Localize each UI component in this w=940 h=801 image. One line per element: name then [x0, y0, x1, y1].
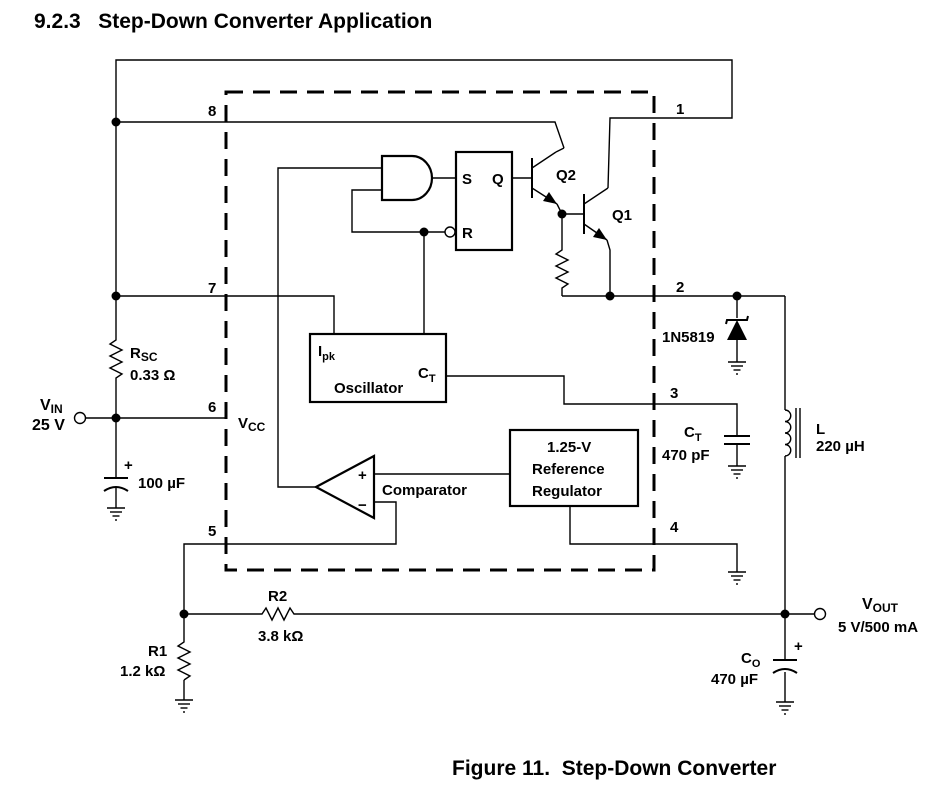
oscillator-ipk-label: Ipk: [318, 343, 336, 363]
pin-8-label: 8: [208, 103, 216, 120]
r2-label: R2: [268, 588, 287, 605]
timing-capacitor-label: CT: [684, 424, 702, 444]
rsc-label: RSC: [130, 345, 158, 364]
reference-line-2: Reference: [532, 461, 605, 478]
oscillator-ct-label: CT: [418, 365, 436, 385]
vcc-label: VCC: [238, 415, 266, 434]
output-capacitor-polarity: +: [794, 638, 803, 655]
latch-r-inversion-bubble: [444, 226, 456, 238]
figure-caption: Figure 11. Step-Down Converter: [452, 757, 777, 780]
inductor-label: L: [816, 421, 825, 438]
junction: [557, 209, 567, 219]
latch-r-label: R: [462, 225, 473, 242]
input-capacitor-symbol: [103, 477, 129, 492]
pin-7-label: 7: [208, 280, 216, 297]
q2-transistor-symbol: [512, 147, 565, 244]
section-number: 9.2.3: [34, 10, 81, 33]
comparator-label: Comparator: [382, 482, 467, 499]
junction: [605, 291, 615, 301]
sr-latch-block: [454, 150, 514, 252]
reference-line-1: 1.25-V: [547, 439, 591, 456]
and-gate-input-wiring: [351, 189, 424, 233]
q2-label: Q2: [556, 167, 576, 184]
input-capacitor-polarity: +: [124, 457, 133, 474]
r2-value: 3.8 kΩ: [258, 628, 303, 645]
output-capacitor-value: 470 µF: [711, 671, 758, 688]
output-capacitor-label: CO: [741, 650, 761, 670]
and-gate-input-wiring: [277, 167, 382, 488]
output-capacitor-symbol: [772, 659, 798, 674]
vin-label: VIN: [40, 397, 63, 416]
vin-terminal: [73, 411, 87, 425]
q1-label: Q1: [612, 207, 632, 224]
schottky-diode-symbol: [725, 315, 749, 340]
comparator-symbol: [226, 454, 510, 545]
ground-icon: [727, 361, 747, 375]
timing-capacitor-value: 470 pF: [662, 447, 710, 464]
rsc-value: 0.33 Ω: [130, 367, 175, 384]
r2-resistor-symbol: [255, 606, 300, 622]
pin-6-label: 6: [208, 399, 216, 416]
q1-transistor-symbol: [562, 117, 656, 296]
rsc-resistor-symbol: [108, 335, 124, 381]
and-gate-symbol: [380, 154, 434, 202]
r1-value: 1.2 kΩ: [120, 663, 165, 680]
vout-value: 5 V/500 mA: [838, 619, 918, 636]
pin-5-label: 5: [208, 523, 216, 540]
oscillator-block: [308, 332, 448, 404]
pin-4-label: 4: [670, 519, 679, 536]
pin-1-label: 1: [676, 101, 684, 118]
ground-icon: [775, 701, 795, 715]
vout-terminal: [813, 607, 827, 621]
vin-value: 25 V: [32, 417, 65, 434]
reference-line-3: Regulator: [532, 483, 602, 500]
ground-icon: [106, 507, 126, 521]
junction: [732, 291, 742, 301]
comparator-minus-sign: −: [358, 497, 367, 514]
r1-label: R1: [148, 643, 167, 660]
pin-4-ground-wiring: [569, 506, 738, 572]
pin-3-label: 3: [670, 385, 678, 402]
timing-capacitor-wiring: [446, 375, 750, 466]
ground-icon: [174, 699, 194, 713]
ic-boundary: [224, 90, 656, 572]
latch-q-label: Q: [492, 171, 504, 188]
junction: [111, 117, 121, 127]
oscillator-label: Oscillator: [334, 380, 403, 397]
r1-resistor-symbol: [176, 637, 192, 681]
latch-s-label: S: [462, 171, 472, 188]
diode-label: 1N5819: [662, 329, 715, 346]
section-heading: 9.2.3 Step-Down Converter Application: [34, 10, 432, 34]
junction: [179, 609, 189, 619]
pin-2-label: 2: [676, 279, 684, 296]
junction: [780, 609, 790, 619]
input-capacitor-value: 100 µF: [138, 475, 185, 492]
junction: [111, 291, 121, 301]
vout-label: VOUT: [862, 596, 899, 615]
junction: [111, 413, 121, 423]
ground-icon: [727, 465, 747, 479]
internal-resistor-symbol: [554, 244, 570, 296]
section-title: Step-Down Converter Application: [98, 10, 433, 33]
inductor-value: 220 µH: [816, 438, 865, 455]
ground-icon: [727, 571, 747, 585]
comparator-plus-sign: +: [358, 467, 367, 484]
reference-regulator-block: [508, 428, 640, 508]
inductor-symbol: [784, 408, 801, 458]
input-supply-wiring: [82, 59, 733, 508]
